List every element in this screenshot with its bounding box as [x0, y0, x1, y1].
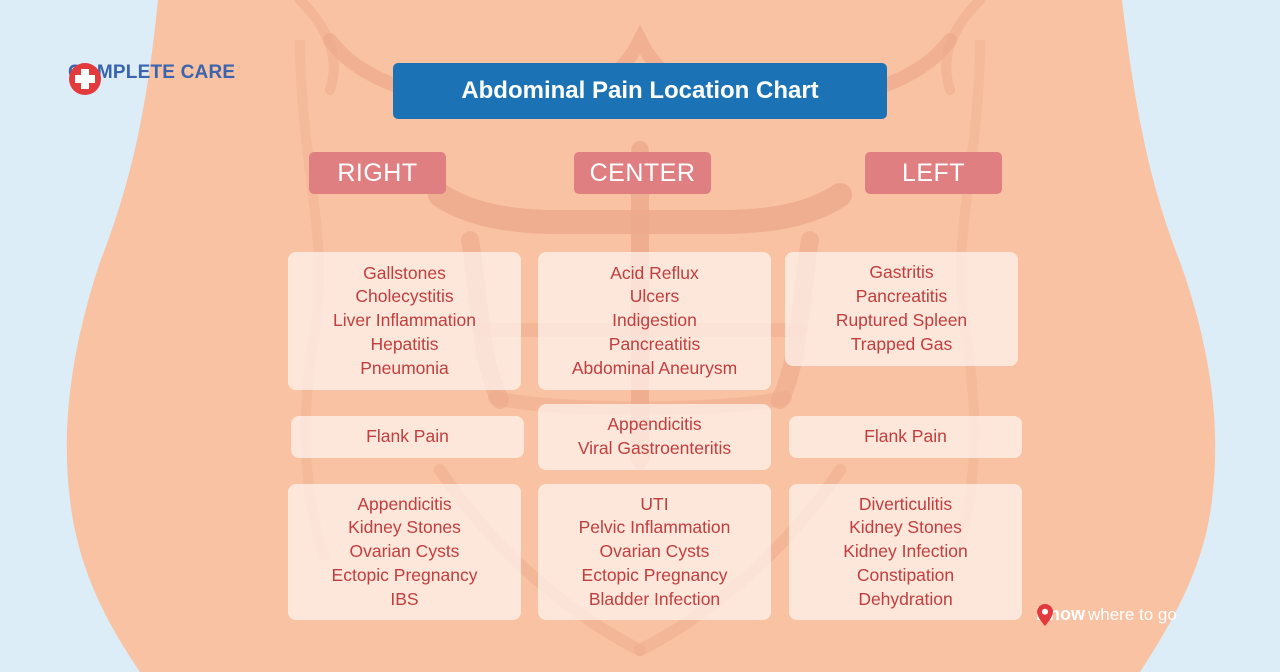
condition-item: Cholecystitis: [355, 286, 454, 307]
region-left-upper: Gastritis Pancreatitis Ruptured Spleen T…: [785, 252, 1018, 366]
condition-item: Pneumonia: [360, 357, 449, 378]
column-label-center: CENTER: [574, 152, 711, 194]
condition-item: Gastritis: [869, 262, 934, 283]
condition-item: Liver Inflammation: [333, 310, 476, 331]
condition-item: UTI: [640, 493, 669, 514]
region-right-middle: Flank Pain: [291, 416, 524, 458]
condition-item: Dehydration: [858, 588, 953, 609]
condition-item: Ulcers: [629, 286, 680, 307]
condition-item: Flank Pain: [864, 426, 947, 447]
region-left-lower: Diverticulitis Kidney Stones Kidney Infe…: [789, 484, 1022, 620]
brand-name: COMPLETE CARE: [68, 62, 236, 83]
condition-item: Appendicitis: [607, 414, 702, 435]
brand-logo: COMPLETE CARE: [68, 62, 236, 95]
condition-item: Constipation: [856, 564, 955, 585]
condition-item: Ruptured Spleen: [835, 310, 968, 330]
condition-item: Diverticulitis: [858, 493, 953, 514]
condition-item: Ectopic Pregnancy: [331, 564, 478, 585]
condition-item: Kidney Stones: [348, 517, 461, 538]
column-label-left: LEFT: [865, 152, 1002, 194]
condition-item: IBS: [390, 588, 419, 609]
region-right-upper: Gallstones Cholecystitis Liver Inflammat…: [288, 252, 521, 390]
condition-item: Gallstones: [363, 262, 446, 283]
tagline-light: where to go: [1088, 604, 1177, 624]
region-right-lower: Appendicitis Kidney Stones Ovarian Cysts…: [288, 484, 521, 620]
region-center-middle: Appendicitis Viral Gastroenteritis: [538, 404, 771, 470]
condition-item: Acid Reflux: [610, 262, 699, 283]
region-center-upper: Acid Reflux Ulcers Indigestion Pancreati…: [538, 252, 771, 390]
condition-item: Flank Pain: [366, 426, 449, 447]
condition-item: Kidney Infection: [843, 541, 968, 562]
condition-item: Pelvic Inflammation: [578, 517, 731, 538]
tagline: Know where to go: [1036, 604, 1177, 626]
column-label-right: RIGHT: [309, 152, 446, 194]
condition-item: Kidney Stones: [849, 517, 962, 538]
condition-item: Trapped Gas: [850, 333, 953, 354]
condition-item: Ovarian Cysts: [599, 541, 710, 562]
condition-item: Pancreatitis: [608, 333, 701, 354]
condition-item: Viral Gastroenteritis: [577, 438, 732, 458]
condition-item: Indigestion: [612, 310, 697, 331]
condition-item: Bladder Infection: [588, 588, 721, 609]
region-center-lower: UTI Pelvic Inflammation Ovarian Cysts Ec…: [538, 484, 771, 620]
red-cross-icon: [69, 63, 101, 95]
region-left-middle: Flank Pain: [789, 416, 1022, 458]
chart-title: Abdominal Pain Location Chart: [393, 63, 887, 119]
condition-item: Ovarian Cysts: [349, 541, 460, 562]
condition-item: Hepatitis: [370, 333, 439, 354]
condition-item: Pancreatitis: [855, 286, 948, 307]
location-pin-icon: [1037, 604, 1053, 626]
condition-item: Abdominal Aneurysm: [571, 357, 738, 378]
condition-item: Ectopic Pregnancy: [581, 564, 728, 585]
condition-item: Appendicitis: [357, 493, 452, 514]
